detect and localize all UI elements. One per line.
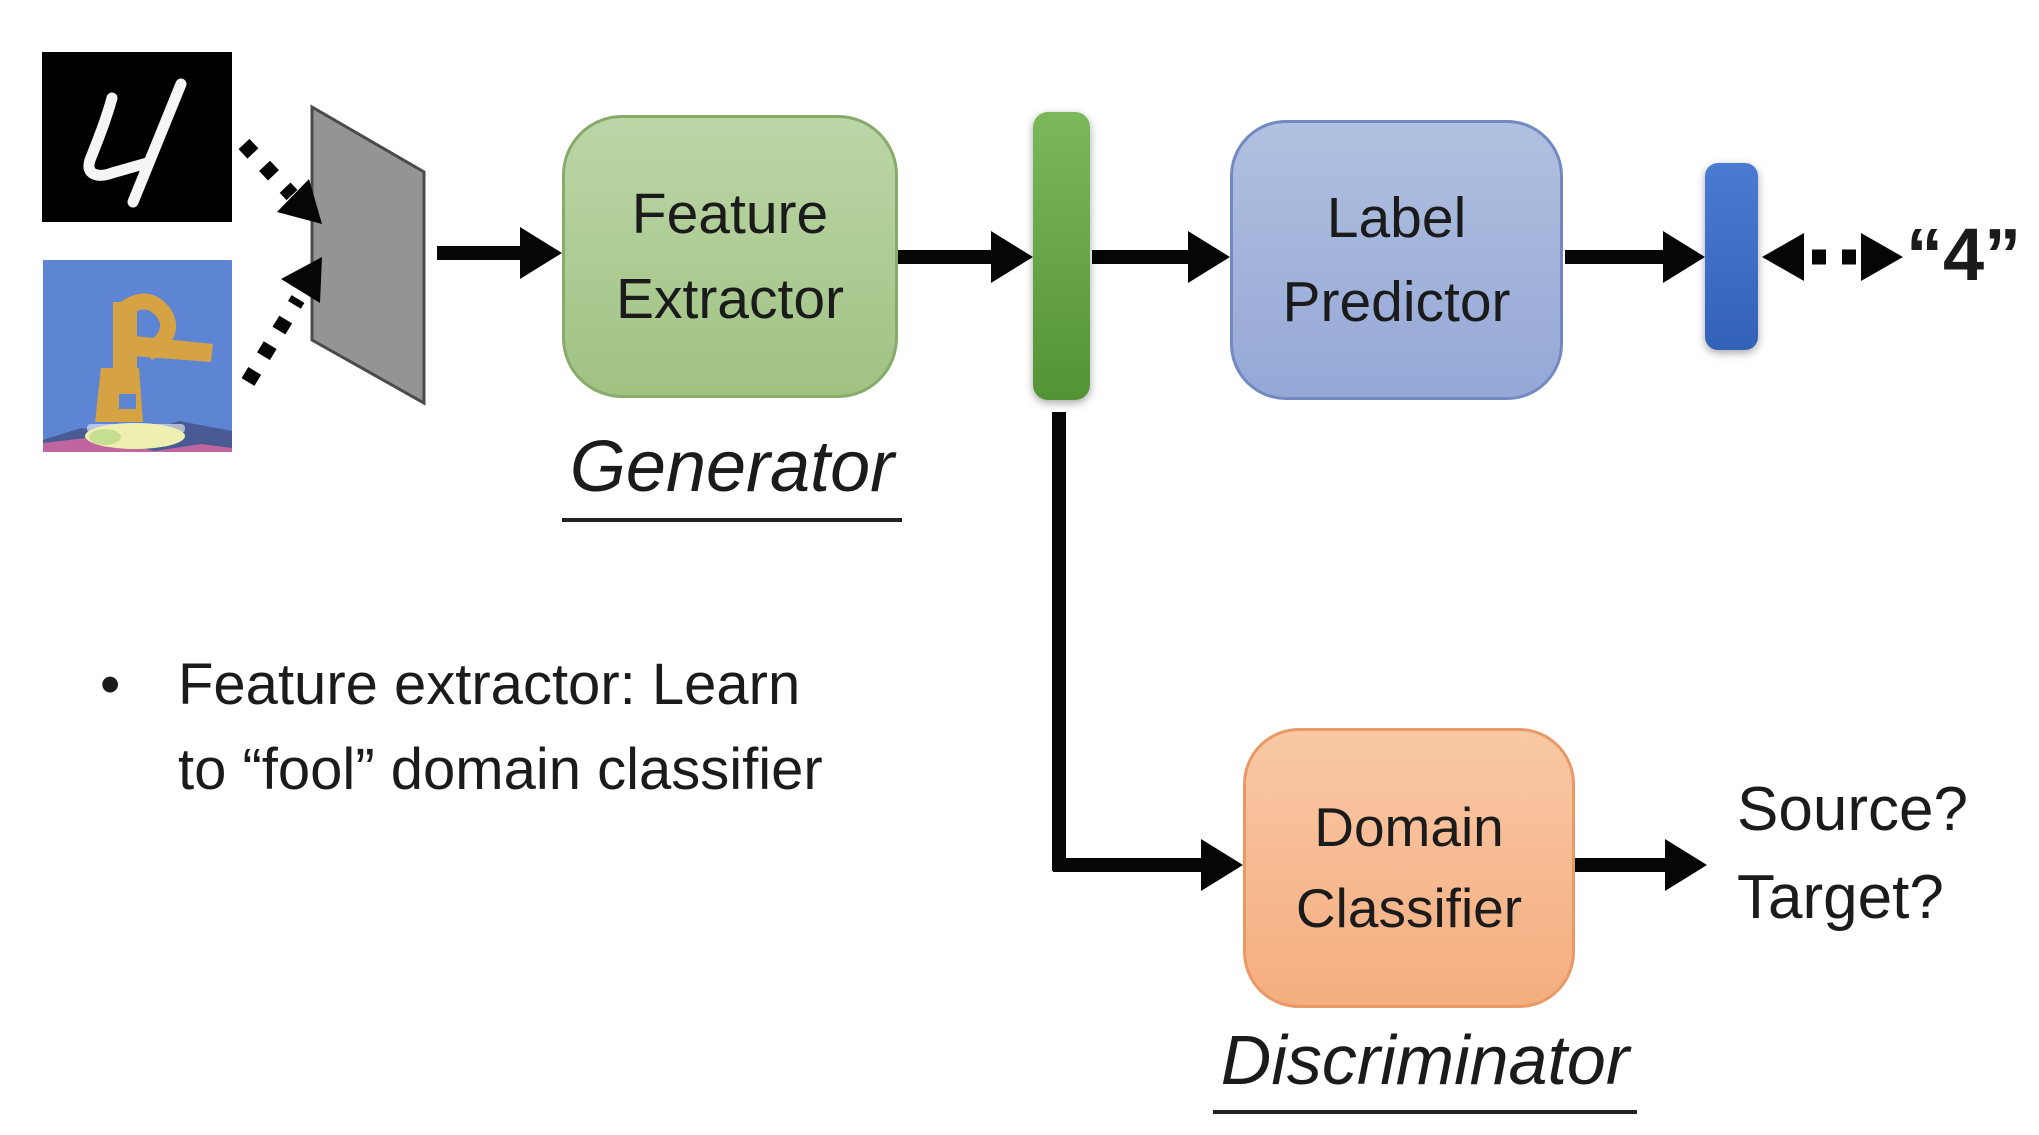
source-digit-image	[42, 52, 232, 222]
predicted-label: “4”	[1906, 213, 2022, 296]
label-predictor-label-line1: Label	[1326, 185, 1467, 250]
domain-question-line1: Source?	[1737, 775, 1968, 844]
dotted-arrow-source-to-plane	[238, 138, 322, 224]
arrow-plane-to-feature-extractor	[437, 227, 562, 279]
bullet-line2: to “fool” domain classifier	[178, 737, 823, 803]
street-number-scene	[43, 260, 232, 452]
elbow-feature-vector-to-domain-classifier	[1052, 412, 1243, 891]
domain-question: Source? Target?	[1737, 766, 1968, 942]
feature-extractor-label-line1: Feature	[631, 182, 829, 247]
arrow-feature-extractor-to-feature-vector	[898, 231, 1033, 283]
domain-classifier-label-line1: Domain	[1314, 795, 1504, 858]
feature-extractor-label-line2: Extractor	[615, 266, 845, 331]
handwritten-4-glyph	[83, 78, 187, 208]
domain-classifier-label-line2: Classifier	[1295, 877, 1523, 939]
target-digit-image	[43, 260, 232, 452]
bullet-text: Feature extractor: Learn to “fool” domai…	[178, 642, 823, 813]
prediction-vector-bar	[1705, 163, 1758, 350]
dotted-arrow-target-to-plane	[241, 257, 322, 386]
discriminator-caption: Discriminator	[1212, 1020, 1638, 1114]
arrow-domain-classifier-to-domain-question	[1575, 839, 1707, 891]
bullet-item: • Feature extractor: Learn to “fool” dom…	[100, 642, 823, 813]
generator-caption: Generator	[561, 426, 903, 522]
feature-vector-bar	[1033, 112, 1090, 400]
discriminator-caption-wrap: Discriminator	[1180, 1020, 1670, 1114]
feature-extractor-box: Feature Extractor	[562, 115, 898, 398]
dotted-double-arrow-output-to-label	[1762, 233, 1903, 281]
arrow-label-predictor-to-output-vector	[1565, 231, 1705, 283]
domain-question-line2: Target?	[1737, 863, 1944, 933]
input-plane	[310, 104, 426, 406]
bullet-line1: Feature extractor: Learn	[178, 652, 801, 717]
arrow-feature-vector-to-label-predictor	[1092, 231, 1230, 283]
label-predictor-box: Label Predictor	[1230, 120, 1563, 400]
generator-caption-wrap: Generator	[560, 426, 904, 522]
domain-classifier-box: Domain Classifier	[1243, 728, 1575, 1008]
bullet-marker: •	[100, 652, 121, 717]
label-predictor-label-line2: Predictor	[1282, 270, 1511, 334]
